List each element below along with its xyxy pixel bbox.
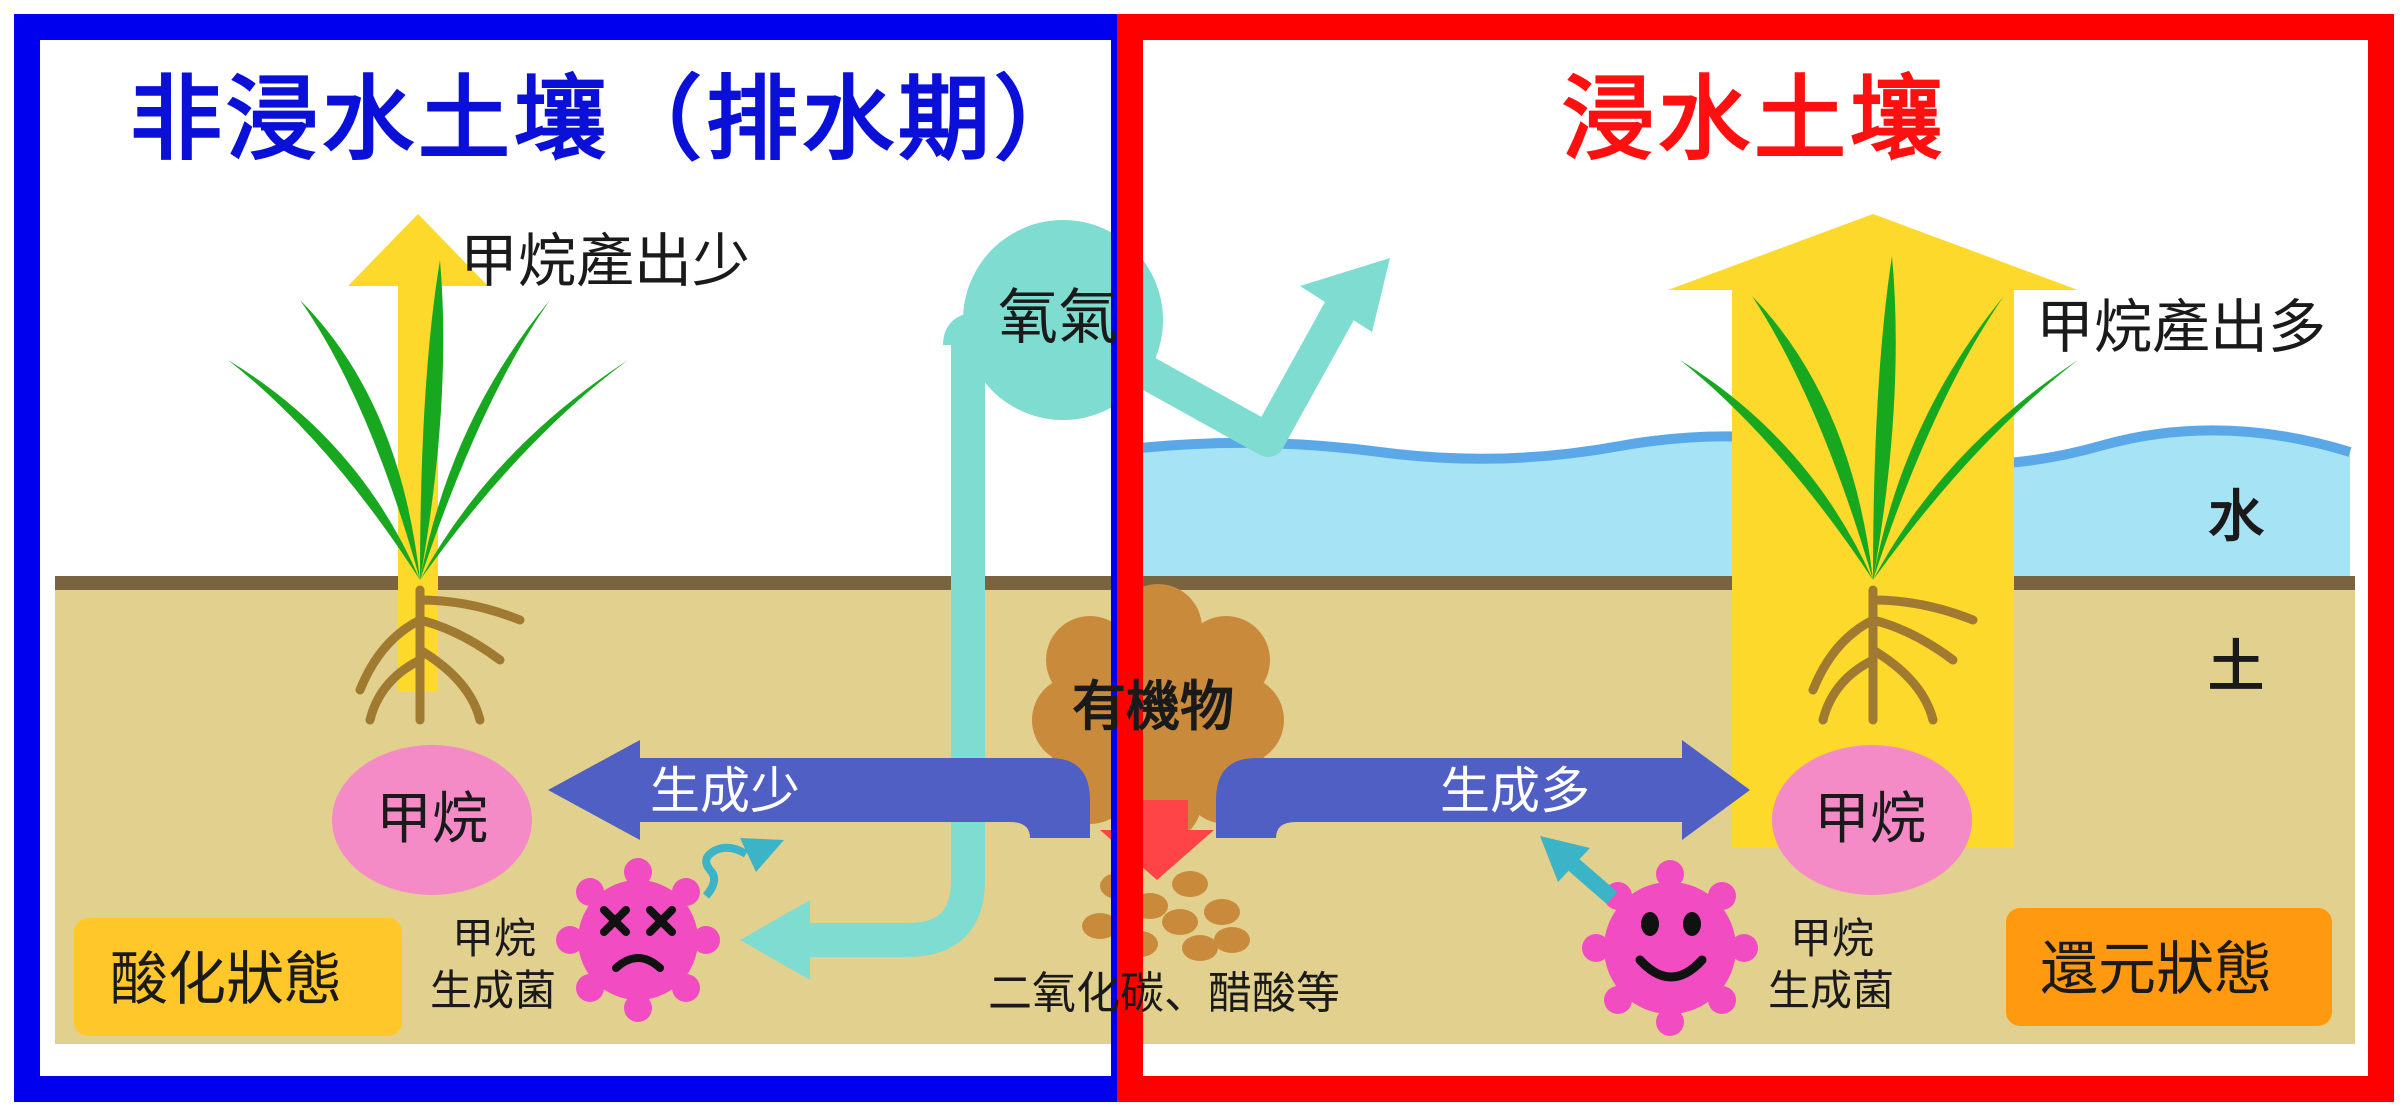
soil-label: 土	[2208, 635, 2264, 700]
organic-matter-label: 有機物	[1072, 675, 1234, 738]
methane-output-left: 甲烷產出少	[460, 227, 751, 295]
methane-bubble-left	[332, 745, 532, 895]
generation-arrow-left	[548, 740, 1090, 840]
rice-plant-icon	[228, 260, 628, 580]
oxygen-label: 氧氣	[998, 283, 1118, 353]
weak-activity-arrow	[702, 843, 749, 899]
reduced-state-badge	[2006, 908, 2332, 1026]
microbe-label-right-line1: 甲烷	[1790, 914, 1875, 963]
right-panel-border	[1117, 14, 2394, 1102]
generation-label-left: 生成少	[650, 762, 800, 820]
microbe-label-left-line2: 生成菌	[430, 966, 557, 1015]
methane-label-right: 甲烷	[1814, 787, 1926, 852]
generation-arrow-right	[1216, 740, 1750, 840]
water-label: 水	[2208, 485, 2264, 550]
microbe-label-right-line2: 生成菌	[1768, 966, 1895, 1015]
roots-icon	[1808, 585, 1978, 725]
reduced-state-label: 還元狀態	[2040, 935, 2273, 1003]
oxidized-state-label: 酸化狀態	[110, 945, 343, 1013]
methane-bubble-right	[1772, 745, 1972, 895]
oxidized-state-badge	[74, 918, 402, 1036]
methane-output-right: 甲烷產出多	[2036, 293, 2327, 361]
weak-activity-arrow-head	[740, 838, 784, 872]
sad-microbe-icon	[556, 858, 720, 1022]
microbe-label-left-line1: 甲烷	[452, 914, 537, 963]
happy-microbe-icon	[1582, 860, 1758, 1036]
generation-label-right: 生成多	[1440, 762, 1590, 820]
strong-activity-arrow	[1540, 836, 1618, 905]
rice-plant-icon	[1680, 256, 2078, 580]
right-panel-title: 浸水土壤	[1562, 66, 1947, 173]
roots-icon	[355, 585, 525, 725]
decomposition-products-label: 二氧化碳、醋酸等	[988, 968, 1340, 1019]
left-panel-title: 非浸水土壤（排水期）	[130, 66, 1091, 173]
methane-label-left: 甲烷	[376, 787, 488, 852]
